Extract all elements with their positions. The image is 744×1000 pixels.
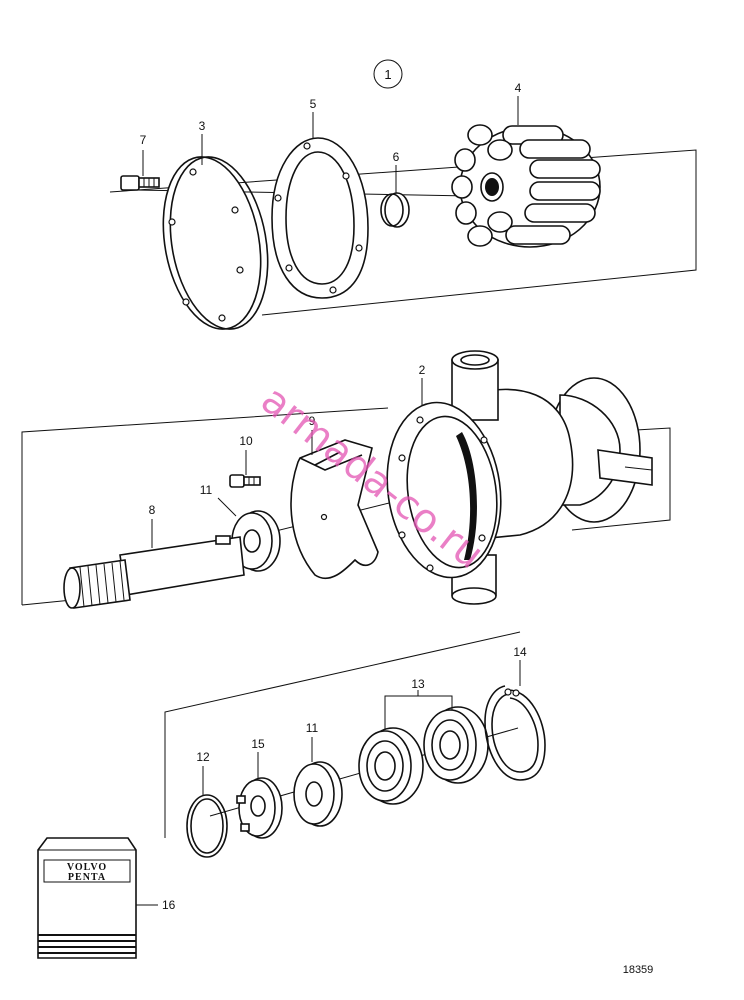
- part-11-seal-ring-lower: 11: [293, 721, 343, 827]
- part-3-cover-plate: 3: [162, 119, 269, 330]
- middle-panel-right: [571, 427, 671, 531]
- callout-6: 6: [393, 150, 400, 164]
- part-12-o-ring: 12: [186, 750, 228, 858]
- group-number: 1: [384, 67, 391, 82]
- manual-brand-line1: VOLVO: [67, 862, 107, 873]
- part-2-pump-housing: 2: [386, 350, 653, 605]
- drawing-number: 18359: [623, 964, 654, 976]
- callout-13: 13: [411, 677, 425, 691]
- part-5-gasket: 5: [271, 97, 369, 299]
- part-15-retainer: 15: [236, 737, 283, 839]
- part-4-impeller: 4: [451, 81, 601, 248]
- callout-4: 4: [515, 81, 522, 95]
- leader-11a: [217, 497, 237, 517]
- part-16-manual: VOLVO PENTA 16: [37, 837, 176, 959]
- callout-3: 3: [199, 119, 206, 133]
- callout-9: 9: [309, 414, 316, 428]
- part-7-screw: 7: [120, 133, 160, 191]
- callout-11b: 11: [306, 721, 319, 735]
- part-13-bearings: 13: [358, 677, 489, 805]
- part-9-cam-plate: 9: [290, 414, 379, 580]
- callout-12: 12: [196, 750, 210, 764]
- manual-brand-line2: PENTA: [68, 872, 106, 883]
- part-14-circlip: 14: [484, 645, 546, 781]
- part-6-disc: 6: [380, 150, 410, 228]
- callout-11a: 11: [200, 483, 213, 497]
- bottom-panel-outline: [164, 631, 521, 838]
- top-panel-outline: [109, 149, 697, 316]
- callout-5: 5: [310, 97, 317, 111]
- middle-panel-left: [21, 407, 389, 605]
- callout-10: 10: [239, 434, 253, 448]
- part-10-screw: 10: [229, 434, 261, 488]
- callout-16: 16: [162, 898, 176, 912]
- part-8-shaft: 8: [63, 503, 245, 609]
- callout-15: 15: [251, 737, 265, 751]
- callout-8: 8: [149, 503, 156, 517]
- callout-7: 7: [140, 133, 147, 147]
- group-number-badge: 1: [373, 59, 403, 89]
- callout-2: 2: [419, 363, 426, 377]
- callout-14: 14: [513, 645, 527, 659]
